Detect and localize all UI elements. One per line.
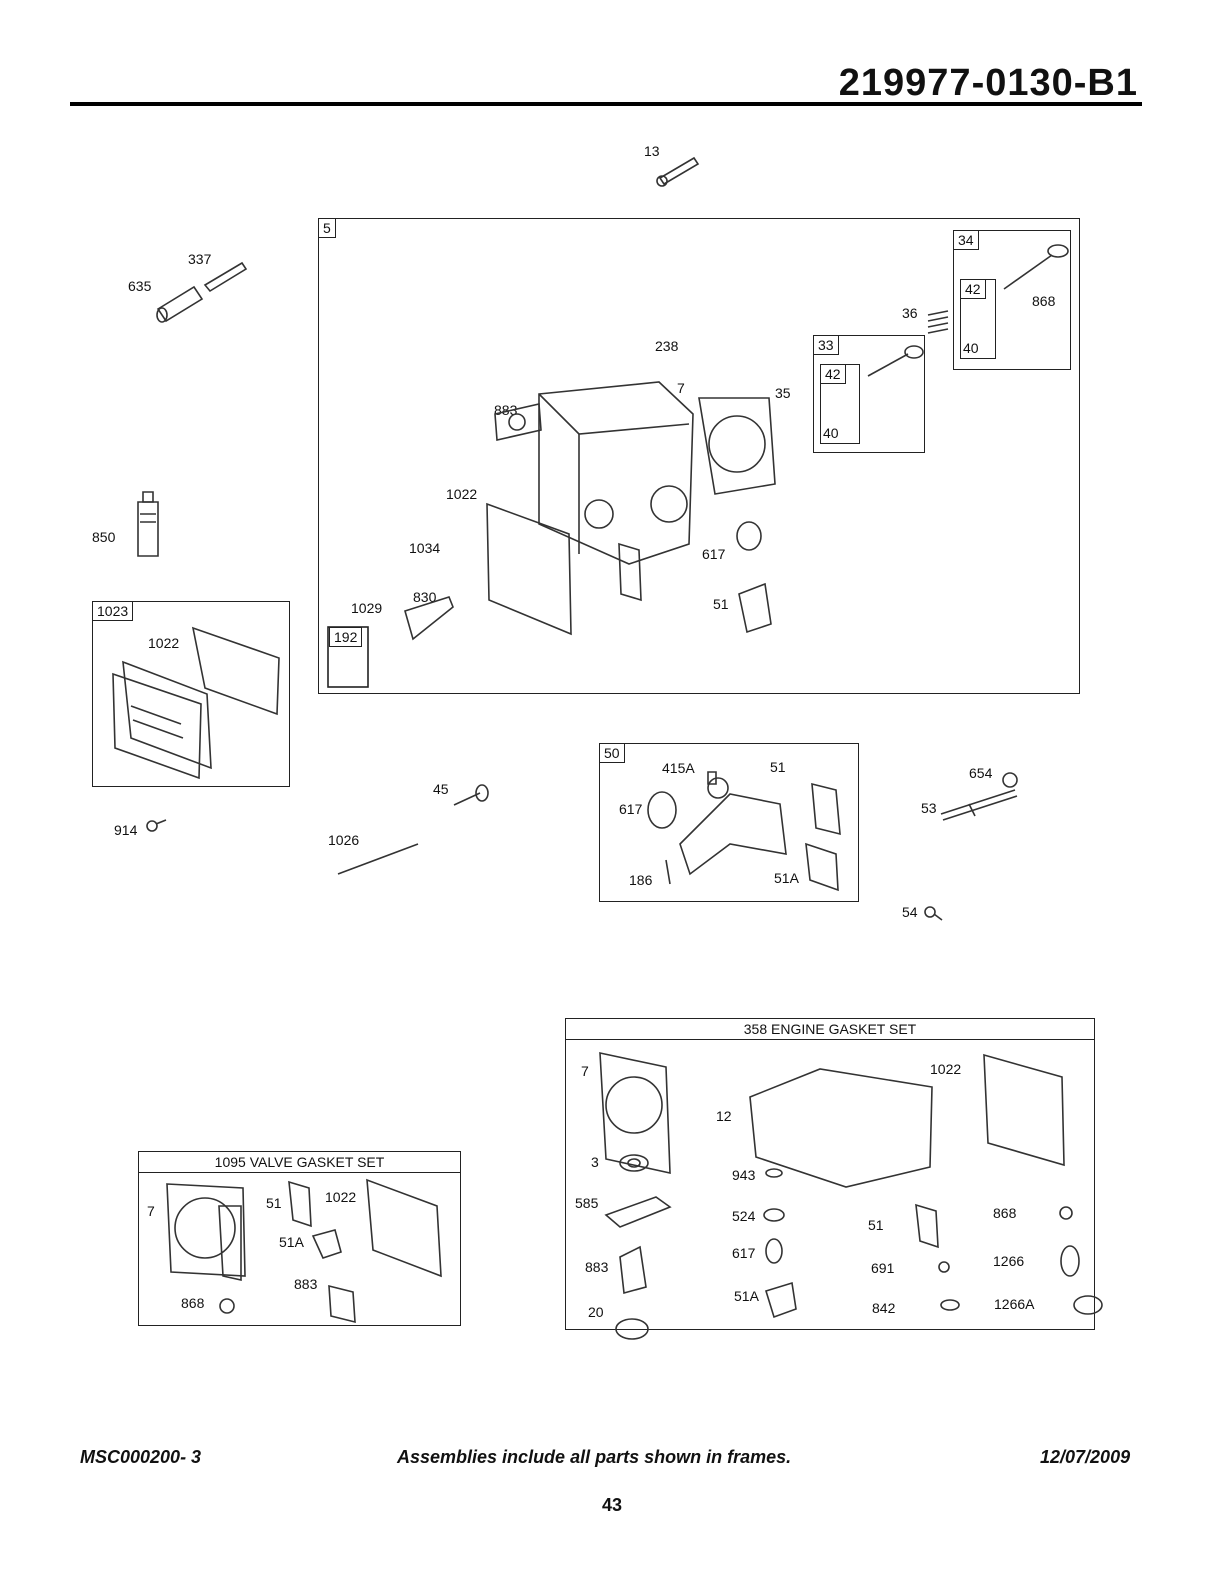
callout-51-engine: 51 [868, 1217, 884, 1233]
intake-valve-drawing [867, 345, 924, 377]
pushrod-guide-drawing [453, 784, 489, 806]
spring-36-drawing [927, 310, 949, 334]
callout-337: 337 [188, 251, 212, 267]
valve-gasket-set-frame: 1095 VALVE GASKET SET 7 51 1022 51A 883 … [138, 1151, 461, 1326]
callout-868: 868 [1032, 293, 1056, 309]
frame-tag-42b: 42 [821, 365, 846, 384]
callout-1029: 1029 [351, 600, 383, 616]
callout-51-valve: 51 [266, 1195, 282, 1211]
callout-36: 36 [902, 305, 918, 321]
frame-tag-50: 50 [600, 744, 625, 763]
callout-1022-valve: 1022 [325, 1189, 357, 1205]
engine-gasket-set-title: 358 ENGINE GASKET SET [566, 1019, 1094, 1040]
callout-691: 691 [871, 1260, 895, 1276]
callout-45: 45 [433, 781, 449, 797]
callout-7: 7 [677, 380, 685, 396]
callout-883-engine: 883 [585, 1259, 609, 1275]
callout-186: 186 [629, 872, 653, 888]
callout-1034: 1034 [409, 540, 441, 556]
callout-1022-head: 1022 [446, 486, 478, 502]
exhaust-valve-drawing [1003, 244, 1069, 290]
frame-tag-34: 34 [954, 231, 979, 250]
callout-1022: 1022 [148, 635, 180, 651]
callout-635: 635 [128, 278, 152, 294]
bolt-13-drawing [656, 156, 700, 187]
cylinder-head-drawing [486, 381, 776, 636]
nut-654-drawing [1002, 772, 1018, 788]
engine-gasket-set-drawing [599, 1052, 1103, 1340]
document-number: 219977-0130-B1 [838, 62, 1138, 104]
intake-manifold-frame: 50 415A 51 617 186 51A [599, 743, 859, 902]
callout-883: 883 [494, 402, 518, 418]
callout-842: 842 [872, 1300, 896, 1316]
footer-doc-code: MSC000200- 3 [80, 1447, 202, 1467]
callout-3: 3 [591, 1154, 599, 1170]
callout-1266A: 1266A [994, 1296, 1035, 1312]
intake-valve-subframe: 33 42 40 [813, 335, 925, 453]
screw-914-drawing [146, 819, 167, 832]
rocker-cover-drawing [112, 626, 280, 780]
callout-12: 12 [716, 1108, 732, 1124]
callout-585: 585 [575, 1195, 599, 1211]
callout-7-valve: 7 [147, 1203, 155, 1219]
callout-850: 850 [92, 529, 116, 545]
callout-943: 943 [732, 1167, 756, 1183]
callout-868-engine: 868 [993, 1205, 1017, 1221]
screw-54-drawing [924, 906, 943, 921]
frame-tag-42a: 42 [961, 280, 986, 299]
frame-tag-33: 33 [814, 336, 839, 355]
intake-manifold-drawing [647, 771, 841, 892]
footer-note: Assemblies include all parts shown in fr… [397, 1447, 792, 1467]
keeper-subframe-33: 42 40 [820, 364, 860, 444]
callout-914: 914 [114, 822, 138, 838]
footer-date: 12/07/2009 [1040, 1447, 1131, 1467]
callout-51: 51 [713, 596, 729, 612]
callout-54: 54 [902, 904, 918, 920]
callout-51-intake: 51 [770, 759, 786, 775]
valve-gasket-set-drawing [166, 1178, 442, 1324]
frame-tag-5: 5 [319, 219, 336, 238]
callout-13: 13 [644, 143, 660, 159]
header-rule [70, 102, 1142, 106]
callout-20: 20 [588, 1304, 604, 1320]
callout-51A-engine: 51A [734, 1288, 759, 1304]
page-number: 43 [601, 1495, 623, 1515]
callout-35: 35 [775, 385, 791, 401]
callout-51A-intake: 51A [774, 870, 799, 886]
callout-1022-engine: 1022 [930, 1061, 962, 1077]
callout-617-engine: 617 [732, 1245, 756, 1261]
callout-415A: 415A [662, 760, 695, 776]
keeper-subframe-34: 42 40 [960, 279, 996, 359]
callout-617-intake: 617 [619, 801, 643, 817]
callout-40b: 40 [823, 425, 839, 441]
callout-1266: 1266 [993, 1253, 1025, 1269]
callout-524: 524 [732, 1208, 756, 1224]
rocker-cover-frame: 1023 1022 [92, 601, 290, 787]
callout-868-valve: 868 [181, 1295, 205, 1311]
stud-53-drawing [940, 789, 1018, 821]
callout-7-engine: 7 [581, 1063, 589, 1079]
frame-tag-1023: 1023 [93, 602, 134, 621]
engine-gasket-set-frame: 358 ENGINE GASKET SET 7 1022 12 3 943 58… [565, 1018, 1103, 1340]
cylinder-head-frame: 5 34 42 40 868 36 33 42 40 238 7 35 883 … [318, 218, 1080, 694]
callout-654: 654 [969, 765, 993, 781]
sealant-tube-drawing [137, 491, 159, 557]
callout-830: 830 [413, 589, 437, 605]
valve-gasket-set-title: 1095 VALVE GASKET SET [139, 1152, 460, 1173]
callout-51A-valve: 51A [279, 1234, 304, 1250]
frame-tag-192: 192 [329, 627, 363, 647]
exhaust-valve-subframe: 34 42 40 868 [953, 230, 1071, 370]
rocker-arm-drawing [404, 596, 454, 641]
callout-883-valve: 883 [294, 1276, 318, 1292]
callout-238: 238 [655, 338, 679, 354]
spark-plug-drawing [156, 261, 248, 323]
callout-617: 617 [702, 546, 726, 562]
callout-53: 53 [921, 800, 937, 816]
pushrod-drawing [337, 843, 419, 875]
callout-1026: 1026 [328, 832, 360, 848]
callout-40a: 40 [963, 340, 979, 356]
